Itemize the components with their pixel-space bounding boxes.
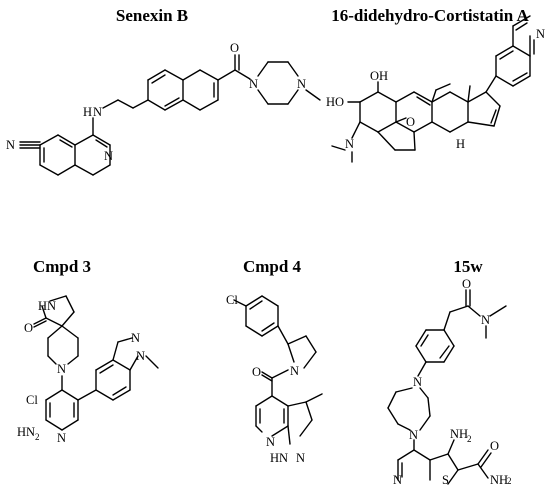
cmpd-3-title: Cmpd 3 — [32, 257, 92, 276]
cmpd-3-indazole-n2-label: N — [131, 331, 140, 345]
senexin-b-title: Senexin B — [115, 6, 189, 25]
15w-title: 15w — [453, 257, 483, 276]
cmpd-3-amine-n-label: N — [26, 425, 35, 439]
cortistatin-hydroxyl-oh-label: OH — [370, 69, 388, 83]
senexin-piperazine-n1-label: N — [249, 77, 258, 91]
senexin-amine-n-label: N — [93, 105, 102, 119]
senexin-nitrile-n-label: N — [6, 138, 15, 152]
cmpd-3-lactam-hn-label: HN — [38, 299, 56, 313]
cmpd-4-chlorine-label: Cl — [226, 293, 238, 307]
cmpd-4-pyrrolidine-n-label: N — [290, 364, 299, 378]
cmpd-3-carbonyl-o-label: O — [24, 321, 33, 335]
15w-diazepane-n1-label: N — [413, 375, 422, 389]
cortistatin-dimethylamine-n-label: N — [345, 137, 354, 151]
cortistatin-isoquinoline-n-label: N — [536, 27, 545, 41]
15w-amino-subscript: 2 — [467, 434, 472, 444]
15w-diazepane-n4-label: N — [409, 428, 418, 442]
cmpd-3-indazole-n1-label: N — [136, 349, 145, 363]
cmpd-3-amine-h-label: H — [17, 425, 26, 439]
senexin-piperazine-n4-label: N — [297, 77, 306, 91]
cortistatin-ether-o-label: O — [406, 115, 415, 129]
cmpd-3-piperidine-n-label: N — [57, 362, 66, 376]
15w-carboxamide-subscript: 2 — [507, 476, 512, 485]
15w-carboxamide-nh-label: NH — [490, 473, 508, 485]
cmpd-4-pyridine-n-label: N — [266, 435, 275, 449]
15w-amino-nh-label: NH — [450, 427, 468, 441]
cmpd-4-pyrazole-hn-label: HN — [270, 451, 288, 465]
cortistatin-title: 16-didehydro-Cortistatin A — [331, 6, 529, 25]
senexin-amine-h-label: H — [83, 105, 92, 119]
senexin-carbonyl-o-label: O — [230, 41, 239, 55]
cmpd-4-carbonyl-o-label: O — [252, 365, 261, 379]
15w-amide-n-label: N — [481, 313, 490, 327]
cmpd-4-title: Cmpd 4 — [242, 257, 302, 276]
15w-carbonyl-o-label: O — [462, 277, 471, 291]
cmpd-4-pyrazole-n-label: N — [296, 451, 305, 465]
cortistatin-hydroxyl-ho-label: HO — [326, 95, 344, 109]
senexin-pyrimidine-n-label: N — [104, 149, 113, 163]
cmpd-3-amine-subscript: 2 — [35, 432, 40, 442]
cmpd-3-pyridine-n-label: N — [57, 431, 66, 445]
15w-thiophene-s-label: S — [442, 473, 449, 485]
15w-pyridine-n-label: N — [393, 473, 402, 485]
15w-carboxamide-o-label: O — [490, 439, 499, 453]
cortistatin-h-label: H — [456, 137, 465, 151]
cmpd-3-chlorine-label: Cl — [26, 393, 38, 407]
